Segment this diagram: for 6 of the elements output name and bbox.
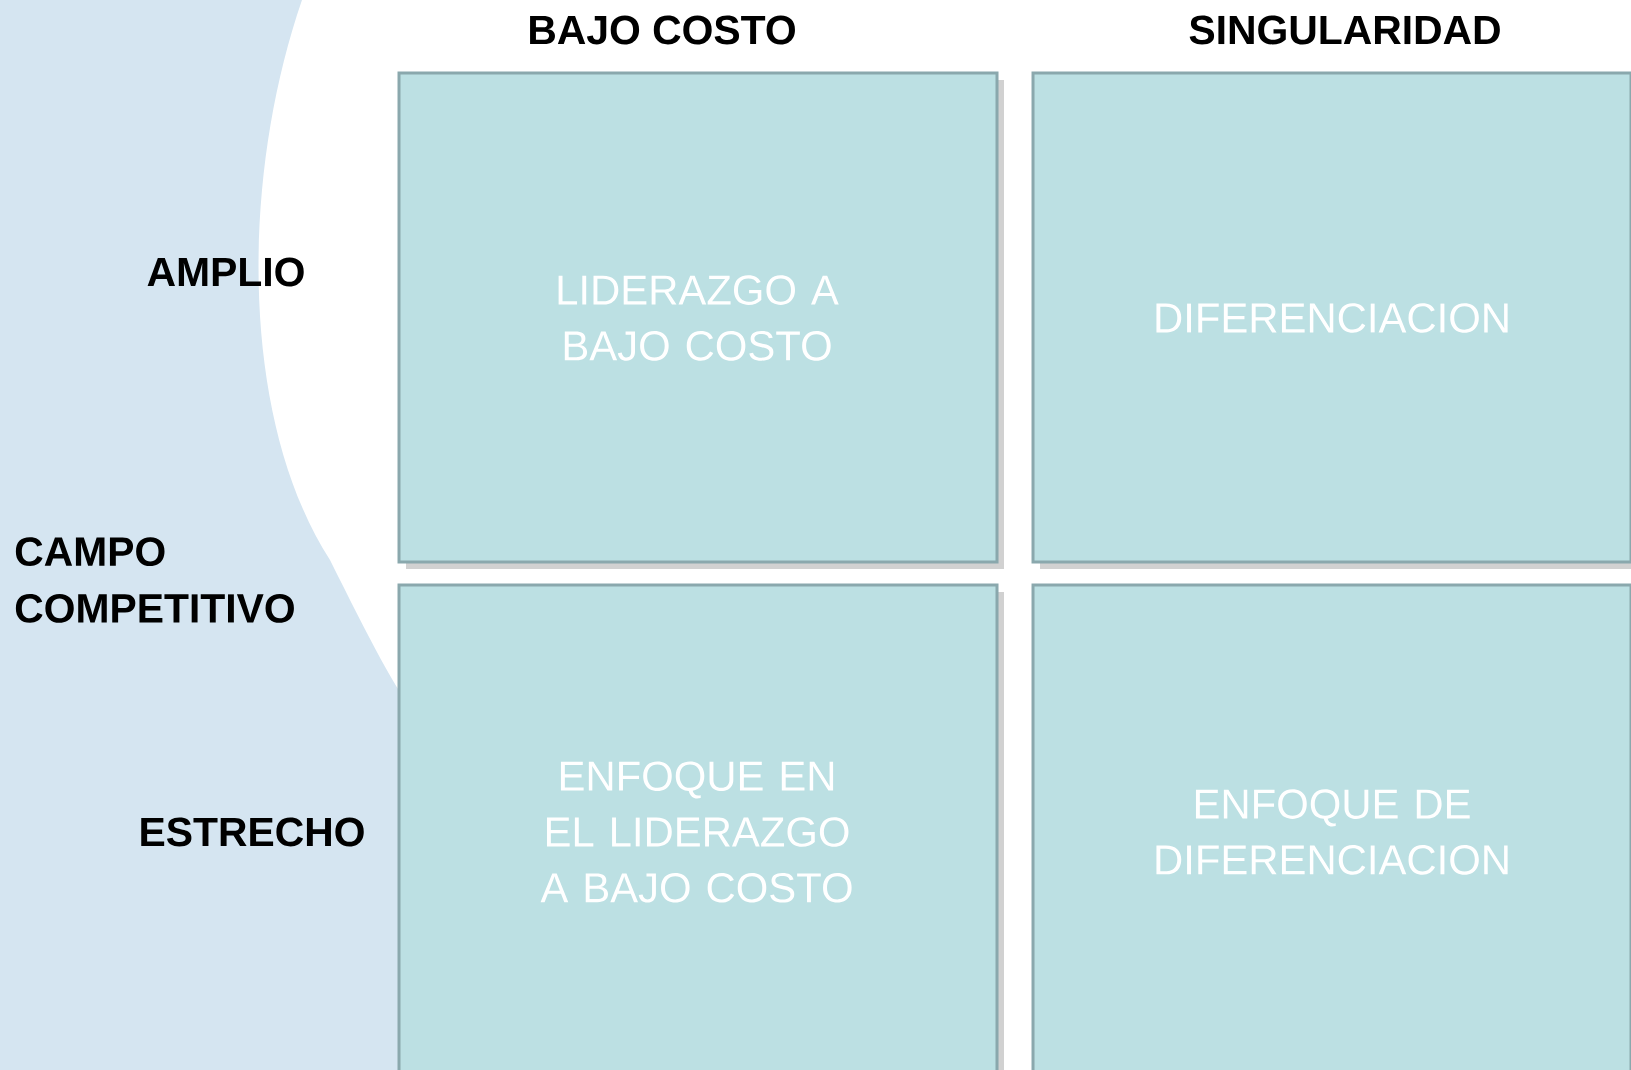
strategy-box: ENFOQUE EN EL LIDERAZGO A BAJO COSTO <box>397 583 999 1070</box>
strategy-box: DIFERENCIACION <box>1031 71 1631 564</box>
row-label: CAMPO COMPETITIVO <box>15 537 294 623</box>
strategy-box: ENFOQUE DE DIFERENCIACION <box>1031 583 1631 1070</box>
row-label: AMPLIO <box>147 257 304 287</box>
strategy-box: LIDERAZGO A BAJO COSTO <box>397 71 999 564</box>
